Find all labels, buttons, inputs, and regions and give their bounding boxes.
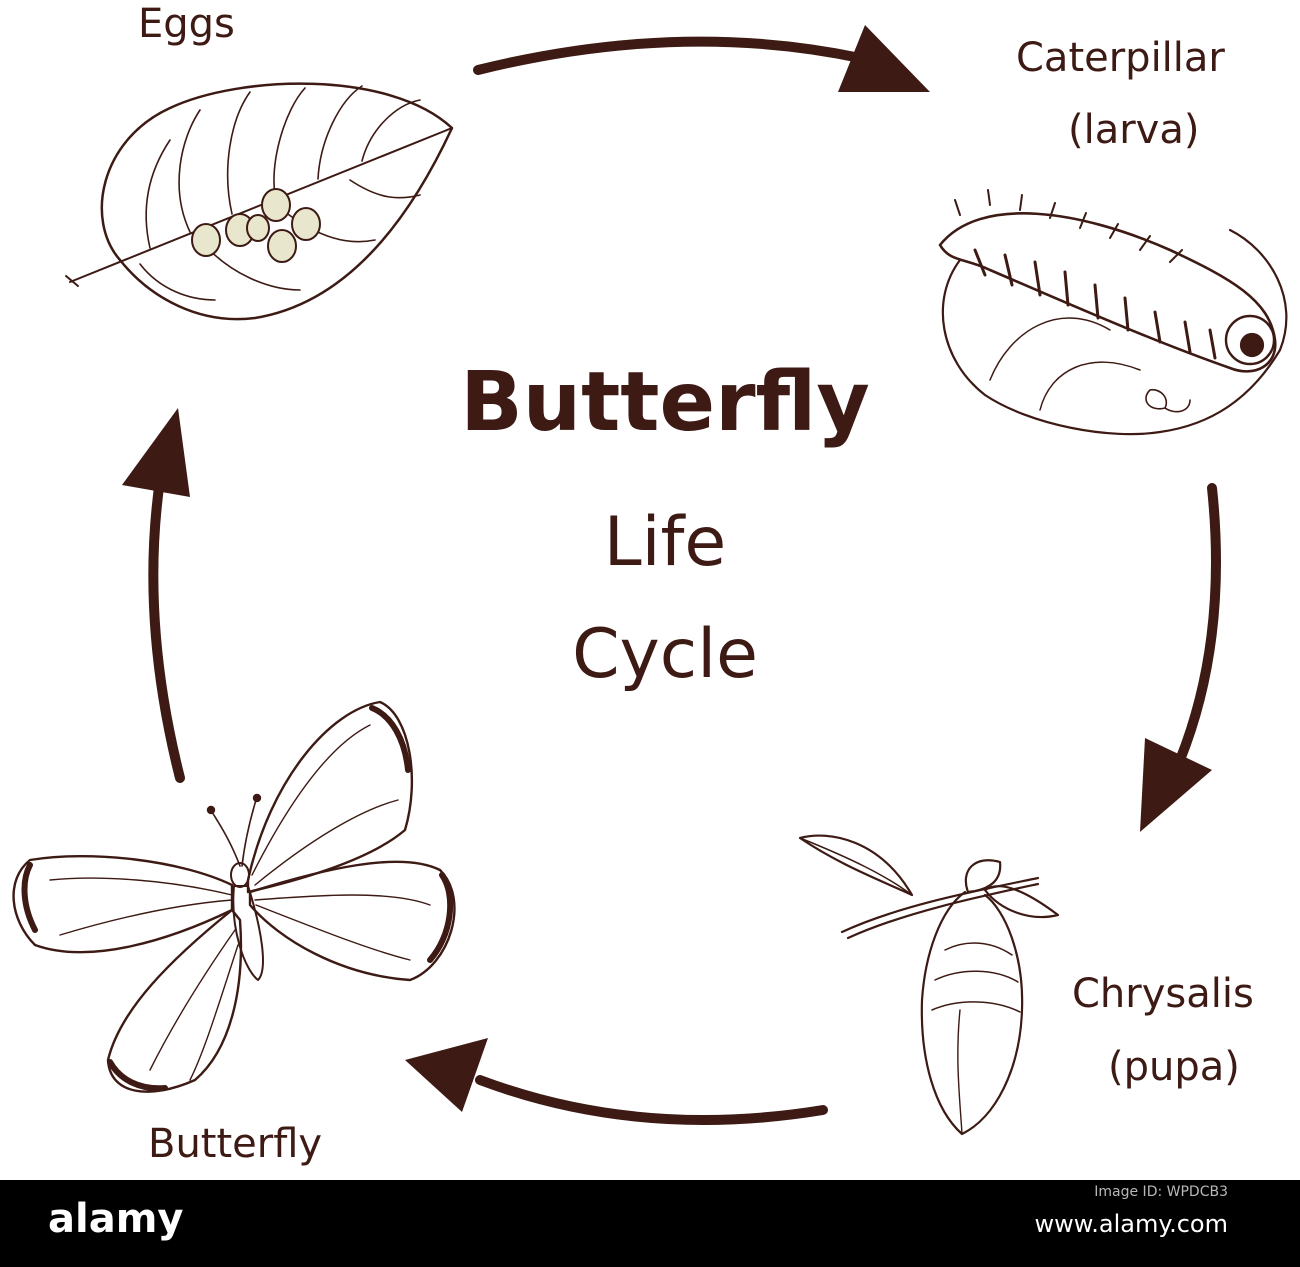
- pupa-label: (pupa): [1108, 1044, 1240, 1090]
- leaf-with-eggs-illustration: [65, 82, 454, 321]
- caterpillar-illustration: [938, 189, 1288, 436]
- image-id-code: www.alamy.com: [1034, 1210, 1228, 1238]
- egg: [246, 214, 270, 242]
- diagram-subtitle-line2: Cycle: [572, 615, 758, 694]
- chrysalis-illustration: [798, 834, 1060, 1136]
- arrow-caterpillar-to-chrysalis: [1140, 483, 1221, 832]
- larva-label: (larva): [1068, 107, 1200, 153]
- egg: [267, 229, 297, 263]
- caterpillar-label: Caterpillar: [1016, 35, 1225, 81]
- butterfly-label: Butterfly: [148, 1121, 323, 1167]
- diagram-subtitle-line1: Life: [603, 503, 727, 582]
- butterfly-illustration: [12, 700, 456, 1093]
- egg: [261, 188, 291, 222]
- brand-logo: alamy: [48, 1196, 184, 1242]
- eggs-label: Eggs: [138, 1, 235, 47]
- arrow-chrysalis-to-butterfly: [405, 1038, 828, 1125]
- chrysalis-label: Chrysalis: [1072, 971, 1254, 1017]
- watermark-footer: alamy Image ID: WPDCB3 www.alamy.com: [0, 1180, 1300, 1267]
- egg: [191, 223, 221, 257]
- image-id-label: Image ID: WPDCB3: [1094, 1184, 1228, 1200]
- diagram-title: Butterfly: [460, 355, 870, 450]
- arrow-eggs-to-caterpillar: [473, 25, 930, 92]
- eggs-cluster: [191, 188, 321, 263]
- arrow-butterfly-to-eggs: [122, 408, 190, 783]
- life-cycle-diagram: [12, 25, 1288, 1136]
- egg: [291, 207, 321, 241]
